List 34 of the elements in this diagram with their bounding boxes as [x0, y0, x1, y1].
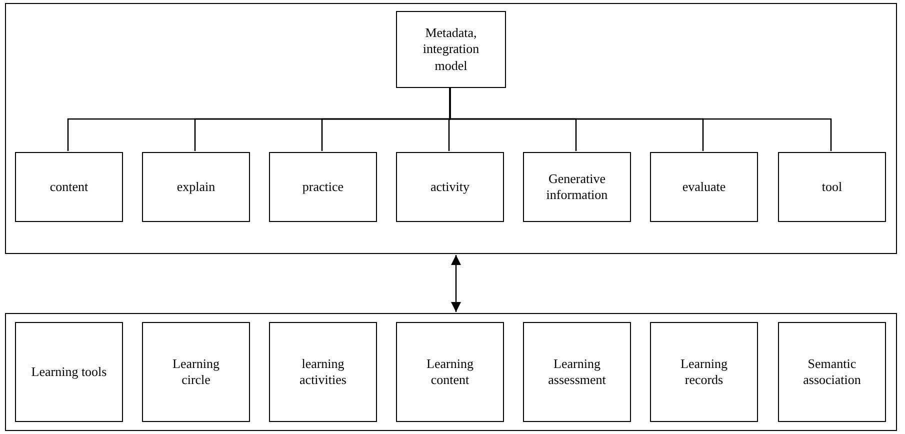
category-box — [523, 322, 631, 422]
box-label: Learning assessment — [547, 356, 607, 388]
double-arrow — [451, 255, 461, 312]
category-box — [15, 322, 123, 422]
category-box — [15, 152, 123, 222]
box-label: Learning content — [426, 356, 474, 388]
category-box — [269, 322, 377, 422]
root-box — [396, 11, 506, 88]
box-label: Learning records — [680, 356, 728, 388]
box-label: Learning circle — [172, 356, 220, 388]
connector-line — [449, 87, 832, 151]
group-panel — [5, 313, 897, 431]
box-label: practice — [301, 178, 345, 196]
box-label: tool — [820, 178, 844, 196]
category-box — [778, 322, 886, 422]
category-box — [778, 152, 886, 222]
category-box — [396, 322, 504, 422]
box-label: activity — [430, 178, 470, 196]
category-box — [523, 152, 631, 222]
box-label: evaluate — [681, 178, 727, 196]
category-box — [142, 152, 250, 222]
category-box — [269, 152, 377, 222]
box-label: learning activities — [298, 356, 348, 388]
category-box — [650, 152, 758, 222]
category-box — [650, 322, 758, 422]
box-label: content — [48, 178, 90, 196]
category-box — [142, 322, 250, 422]
box-label: Generative information — [545, 170, 609, 204]
category-box — [396, 152, 504, 222]
group-panel — [5, 3, 897, 254]
box-label: explain — [176, 178, 216, 196]
box-label: Semantic association — [802, 356, 862, 388]
box-label: Metadata, integration model — [422, 25, 480, 74]
box-label: Learning tools — [30, 364, 108, 380]
